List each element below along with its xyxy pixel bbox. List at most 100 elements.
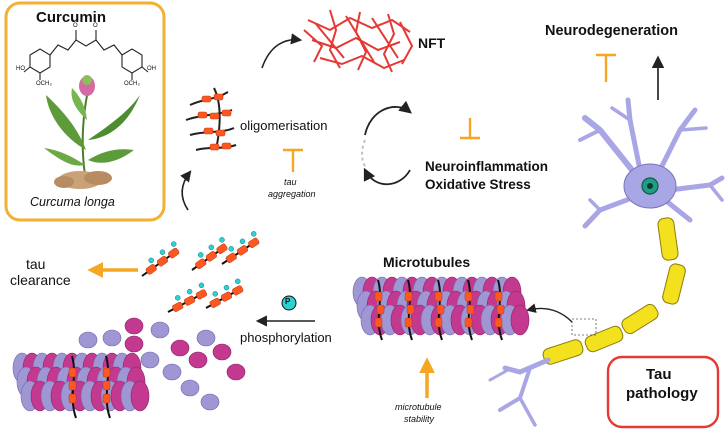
phosphate-dot <box>228 246 234 252</box>
phosphate-label: P <box>285 297 291 306</box>
tubulin-dimer <box>180 379 200 397</box>
tau-segment <box>232 285 244 296</box>
phosphate-dot <box>148 257 154 264</box>
tau-segment <box>374 317 383 328</box>
inhibit-inflammation-icon <box>460 118 480 140</box>
struct-o2: O <box>93 23 98 29</box>
arrow-to-nft <box>261 33 303 69</box>
oligomerisation-label: oligomerisation <box>240 118 328 133</box>
tau-segment <box>209 297 221 308</box>
curcumin-structure-icon <box>23 30 149 80</box>
nft-label: NFT <box>418 35 446 51</box>
phosphate-dot <box>174 295 181 301</box>
tau-segment <box>168 247 180 259</box>
phosphate-dot <box>208 244 215 251</box>
microtubules-label: Microtubules <box>383 254 471 270</box>
tubulin-dimer <box>124 335 144 353</box>
tau-segment <box>195 289 208 300</box>
struct-och3-right: OCH₃ <box>124 81 140 87</box>
phosphate-dot <box>234 278 241 285</box>
tau-segment <box>404 317 413 328</box>
arrow-to-microtubules <box>526 303 573 323</box>
tau-segment <box>464 317 473 328</box>
phosphate-dot <box>239 238 246 245</box>
curcuma-plant-icon <box>44 75 140 189</box>
arrow-to-oligomer <box>180 170 192 211</box>
tau-segment <box>68 380 77 391</box>
tubulin-dimer <box>102 329 122 347</box>
tau-pathology-label-1: Tau <box>646 366 672 383</box>
tau-pathology-label-2: pathology <box>626 385 698 402</box>
tau-segment <box>496 304 505 315</box>
phosphate-dot <box>159 249 166 255</box>
tubulin-dimer <box>140 351 160 369</box>
tau-segment <box>68 367 77 378</box>
inhibit-aggregation-icon <box>283 148 303 172</box>
tau-segment <box>404 291 413 302</box>
tau-segment <box>376 304 385 315</box>
tau-segment <box>434 291 443 302</box>
neurodegeneration-label: Neurodegeneration <box>545 23 678 39</box>
tau-segment <box>156 255 169 267</box>
curcuma-longa-label: Curcuma longa <box>30 195 115 209</box>
tau-segment <box>374 291 383 302</box>
curcumin-title: Curcumin <box>36 9 107 26</box>
tubulin-dimer <box>188 351 208 369</box>
tau-segment <box>464 291 473 302</box>
phospho-tau-icon <box>141 231 260 313</box>
phosphate-dot <box>198 282 205 289</box>
oxidative-stress-label: Oxidative Stress <box>425 177 531 192</box>
tau-segment <box>406 304 415 315</box>
tau-segment <box>436 304 445 315</box>
struct-och3-left: OCH₃ <box>36 81 52 87</box>
tau-segment <box>172 301 184 312</box>
phosphate-dot <box>223 284 230 291</box>
tubulin-dimer <box>200 393 220 411</box>
tubulin-dimer <box>226 363 246 381</box>
tubulin-dimer <box>196 329 216 347</box>
microtubule-disassembled-icon <box>12 317 246 419</box>
tau-oligomer-icon <box>185 87 237 151</box>
struct-oh-right: OH <box>147 66 156 72</box>
phosphate-dot <box>250 231 257 237</box>
phosphate-dot <box>212 291 218 297</box>
tau-segment <box>494 317 503 328</box>
neuron-icon <box>488 97 725 427</box>
inhibit-neurodegeneration-icon <box>596 53 616 82</box>
tau-clearance-label-1: tau <box>26 256 46 272</box>
tau-segment <box>145 264 157 275</box>
tau-clearance-label-2: clearance <box>10 272 71 288</box>
tau-segment <box>236 245 249 256</box>
phosphate-dot <box>197 252 204 258</box>
tau-segment <box>466 304 475 315</box>
neuroinflammation-label: Neuroinflammation <box>425 159 549 174</box>
phosphate-icon <box>281 295 297 311</box>
tau-segment <box>248 237 260 249</box>
phosphate-dot <box>219 237 225 243</box>
tubulin-dimer <box>170 339 190 357</box>
tau-segment <box>102 393 111 404</box>
tau-segment <box>216 243 228 255</box>
tubulin-dimer <box>162 363 182 381</box>
tubulin-dimer <box>124 317 144 335</box>
tubulin-ring <box>510 304 530 336</box>
microtubule-stability-label-2: stability <box>404 414 435 424</box>
tau-segment <box>102 367 111 378</box>
tau-segment <box>494 291 503 302</box>
microtubule-stability-label-1: microtubule <box>395 402 442 412</box>
zoom-region <box>571 318 597 336</box>
struct-o1: O <box>73 23 78 29</box>
phosphorylation-label: phosphorylation <box>240 330 332 345</box>
tau-pathology-box <box>606 355 720 429</box>
tau-segment <box>225 252 237 264</box>
microtubule-bundle-icon <box>352 276 530 341</box>
tau-segment <box>68 393 77 404</box>
tau-segment <box>205 251 217 262</box>
tau-aggregation-label-1: tau <box>284 177 297 187</box>
tubulin-ring <box>130 380 150 412</box>
tubulin-dimer <box>150 321 170 339</box>
tubulin-dimer <box>212 343 232 361</box>
struct-ho-left: HO <box>16 66 25 72</box>
